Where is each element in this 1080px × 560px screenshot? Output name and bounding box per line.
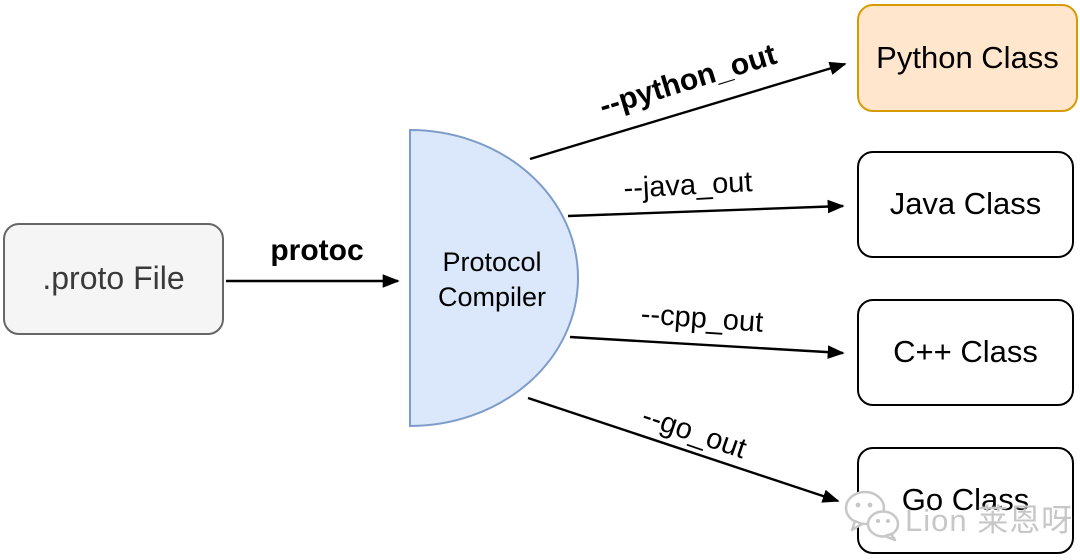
- compiler-label-line2: Compiler: [437, 282, 547, 312]
- node-cpp-class: C++ Class: [857, 299, 1074, 406]
- arrow-cpp-out: [569, 335, 845, 359]
- arrow-java-out: [567, 199, 845, 218]
- protoc-label: protoc: [270, 234, 364, 267]
- go-class-label: Go Class: [901, 482, 1030, 518]
- cpp-class-label: C++ Class: [893, 334, 1038, 370]
- node-go-class: Go Class: [857, 447, 1074, 554]
- java-class-label: Java Class: [889, 186, 1042, 222]
- flag-label-java-out: --java_out: [622, 166, 754, 205]
- compiler-label-line1: Protocol: [442, 247, 542, 277]
- proto-file-label: .proto File: [42, 260, 185, 297]
- node-python-class: Python Class: [857, 4, 1078, 112]
- node-java-class: Java Class: [857, 151, 1074, 258]
- node-proto-file: .proto File: [3, 223, 224, 335]
- compiler-label: Protocol Compiler: [438, 245, 546, 315]
- arrow-python-out: [529, 61, 847, 161]
- arrow-go-out: [527, 396, 840, 503]
- compiler-shape: [409, 128, 579, 428]
- python-class-label: Python Class: [876, 39, 1059, 75]
